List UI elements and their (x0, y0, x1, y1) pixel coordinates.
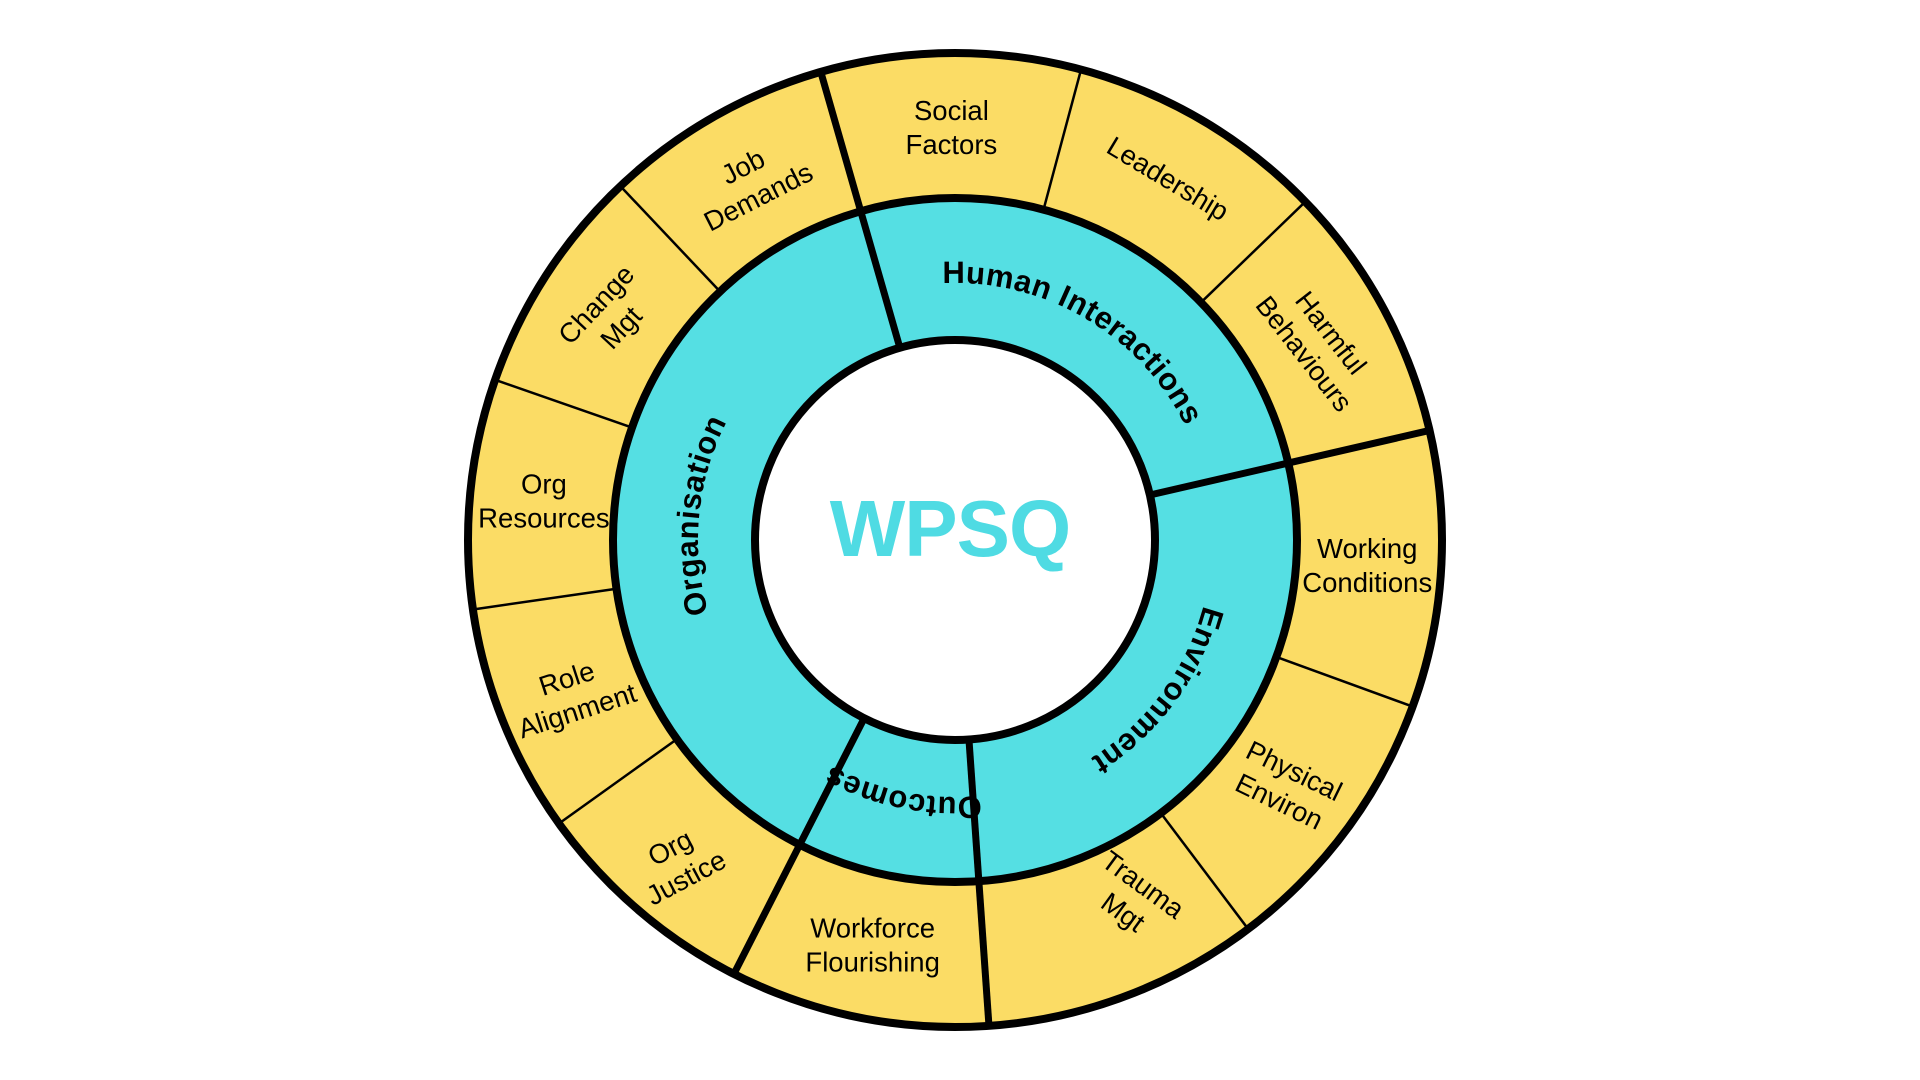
outer-segment-label-line: Org (521, 468, 567, 499)
center-title: WPSQ (830, 484, 1070, 573)
segment-divider-line (1275, 655, 1414, 708)
segment-divider-line (1159, 812, 1250, 930)
outer-segment-label-line: Factors (906, 129, 998, 160)
inner-ring-border (609, 194, 1301, 886)
outer-segment-label-line: Working (1317, 533, 1417, 564)
segment-divider-line (1042, 69, 1083, 210)
segment-divider-line (472, 587, 617, 611)
segment-divider-line (619, 185, 721, 293)
outer-segment-label-line: Workforce (810, 913, 935, 944)
segment-divider-line (1200, 200, 1307, 304)
segment-divider-line (558, 738, 678, 825)
center-circle (751, 336, 1159, 744)
outer-segment-label-line: Social (914, 95, 989, 126)
outer-segment-label-line: Flourishing (805, 947, 940, 978)
outer-segment-label-line: Resources (478, 502, 609, 533)
outer-ring-border (464, 49, 1446, 1031)
outer-segment-label-line: Conditions (1302, 567, 1432, 598)
segment-divider-line (494, 378, 633, 429)
